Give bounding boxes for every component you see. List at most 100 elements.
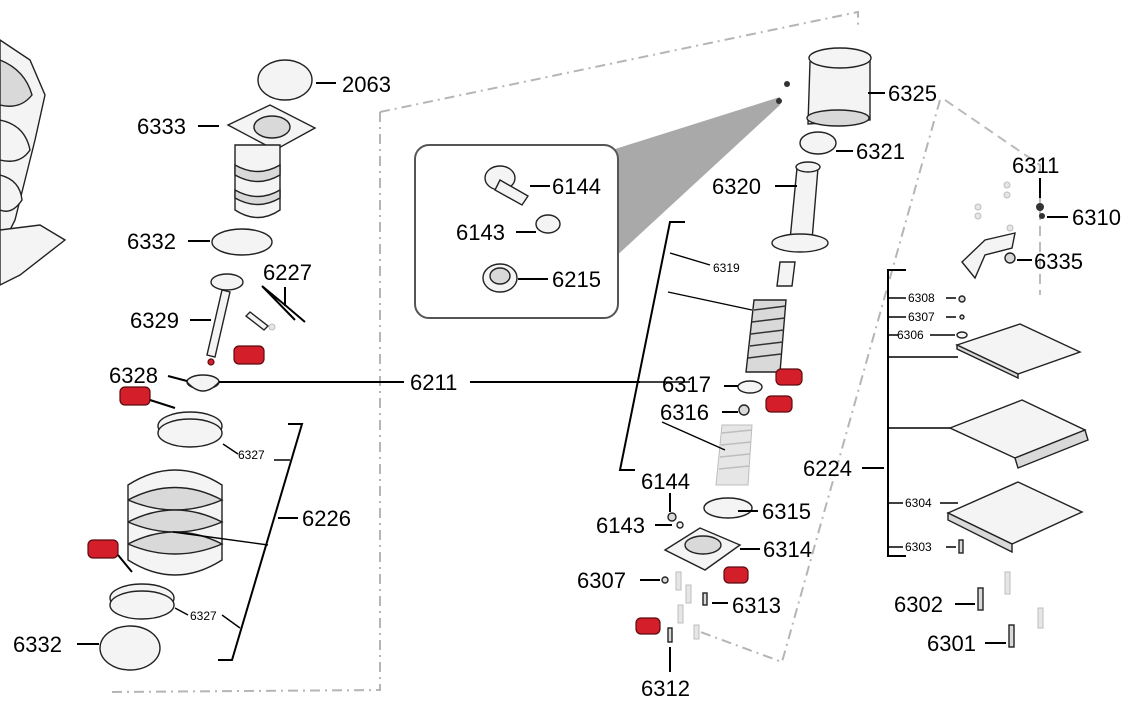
label-6303: 6303 — [905, 540, 932, 554]
label-6313: 6313 — [732, 593, 781, 618]
label-6327-lower: 6327 — [190, 609, 217, 623]
part-6301-bolt — [1008, 624, 1015, 648]
part-6315-ring — [703, 497, 753, 519]
part-6227-pins — [244, 311, 276, 331]
ghost-bolt-a — [1004, 571, 1011, 595]
label-6144-callout: 6144 — [552, 174, 601, 199]
part-6312-bolt — [667, 627, 673, 643]
part-6308-nut — [958, 295, 966, 303]
ghost-bolt-b — [1037, 607, 1044, 629]
part-2063-ring — [257, 59, 313, 101]
label-6301: 6301 — [927, 631, 976, 656]
label-2063: 2063 — [342, 72, 391, 97]
part-6310-washer — [1039, 213, 1045, 219]
label-6224: 6224 — [803, 456, 852, 481]
highlight-part-left-1 — [233, 345, 265, 365]
assembly-outline-top — [379, 10, 859, 113]
highlight-part-center-3 — [723, 566, 749, 584]
label-6307-center: 6307 — [577, 568, 626, 593]
part-6325-head — [776, 47, 872, 127]
part-6321-ring — [799, 131, 837, 155]
part-6303-bolt — [958, 539, 964, 554]
part-6317-washer — [737, 380, 763, 394]
part-6215-plug — [482, 263, 518, 293]
label-6321: 6321 — [856, 139, 905, 164]
part-6328-cup — [186, 374, 220, 392]
part-6327-clamp-upper — [157, 411, 223, 448]
part-6144-small — [667, 512, 677, 522]
highlight-part-left-2 — [119, 386, 176, 409]
part-6329-rod — [206, 273, 244, 366]
handle-guide-line — [944, 99, 1041, 295]
label-6311: 6311 — [1012, 153, 1059, 178]
highlight-part-center-2 — [765, 395, 793, 413]
label-6211: 6211 — [410, 370, 457, 395]
part-6307-washer — [661, 576, 669, 584]
highlight-part-center-4 — [635, 617, 661, 635]
label-6333: 6333 — [137, 114, 186, 139]
part-6327-clamp-lower — [109, 583, 175, 620]
label-6332-bottom: 6332 — [13, 632, 62, 657]
label-6144-lower: 6144 — [641, 469, 690, 494]
label-6314: 6314 — [763, 537, 812, 562]
ghost-part-c — [974, 203, 982, 211]
label-6319: 6319 — [713, 261, 740, 275]
label-6312: 6312 — [641, 676, 690, 701]
part-6302-bolt — [977, 587, 984, 611]
label-6328: 6328 — [109, 363, 158, 388]
label-6335: 6335 — [1034, 249, 1083, 274]
part-spring-upper — [745, 299, 787, 373]
label-6317: 6317 — [662, 372, 711, 397]
part-6335-handle — [961, 232, 1016, 280]
label-6215: 6215 — [552, 267, 601, 292]
ghost-bolts-center — [675, 571, 700, 640]
part-6143-small — [676, 521, 684, 529]
label-6320: 6320 — [712, 174, 761, 199]
part-6306-washer — [956, 331, 968, 339]
label-6226: 6226 — [302, 506, 351, 531]
label-6327-upper: 6327 — [238, 448, 265, 462]
part-6307-lock — [959, 314, 965, 320]
plate-upper — [955, 323, 1082, 380]
ghost-part-d — [974, 212, 982, 220]
label-6325: 6325 — [888, 81, 937, 106]
part-spring-lower — [715, 424, 753, 486]
assembly-outline-right — [694, 99, 941, 664]
part-6316-nut — [738, 404, 750, 416]
part-6144-plug — [484, 165, 529, 206]
callout-wedge — [612, 97, 780, 260]
plate-lower — [946, 481, 1084, 554]
ghost-part-e — [1006, 224, 1014, 232]
label-6308: 6308 — [908, 291, 935, 305]
plate-middle — [948, 399, 1089, 469]
label-6315: 6315 — [762, 499, 811, 524]
assembly-outline-left — [109, 112, 381, 693]
part-6311-nut — [1036, 203, 1044, 211]
label-6310: 6310 — [1072, 205, 1121, 230]
part-6143-washer — [535, 214, 561, 234]
part-6332-ring-bottom — [99, 625, 161, 671]
label-6304: 6304 — [905, 496, 932, 510]
label-6227: 6227 — [263, 260, 312, 285]
highlight-part-left-3 — [87, 539, 133, 573]
highlight-part-center-1 — [775, 368, 803, 386]
label-6329: 6329 — [130, 308, 179, 333]
machine-body-partial — [0, 39, 67, 286]
part-6333-housing — [226, 104, 317, 219]
label-6302: 6302 — [894, 592, 943, 617]
label-6306: 6306 — [897, 328, 924, 342]
part-6313-bolt — [702, 592, 708, 606]
ghost-part-a — [1003, 181, 1011, 189]
part-6226-bellows — [127, 469, 224, 576]
label-6316: 6316 — [660, 400, 709, 425]
label-6143-callout: 6143 — [456, 220, 505, 245]
label-6332-top: 6332 — [127, 229, 176, 254]
part-6319-sleeve — [776, 261, 796, 287]
part-6320-tube — [771, 161, 829, 253]
ghost-part-b — [1003, 191, 1011, 199]
part-6332-ring-top — [211, 228, 273, 256]
part-6314-flange — [663, 527, 742, 571]
label-6143-lower: 6143 — [596, 513, 645, 538]
label-6307-right: 6307 — [908, 310, 935, 324]
